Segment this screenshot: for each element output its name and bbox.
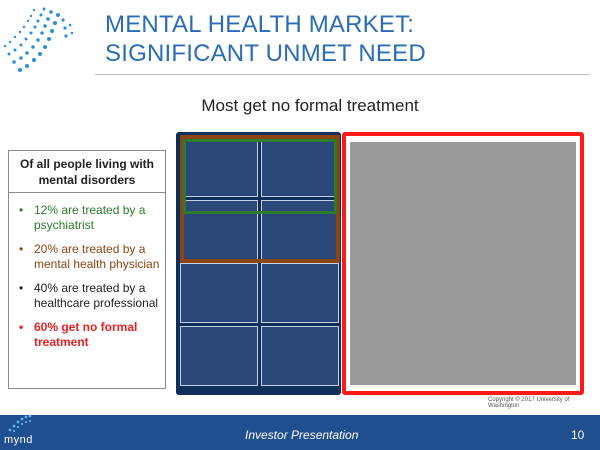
legend-item-no-formal-treatment: 60% get no formal treatment <box>17 320 161 350</box>
copyright-notice: Copyright © 2017 University of Washingto… <box>488 397 570 409</box>
untreated-people-icons <box>350 142 576 385</box>
no-treatment-60-percent-block <box>342 132 584 395</box>
page-number: 10 <box>571 428 585 442</box>
footer-bar <box>0 415 600 450</box>
title-line-1: MENTAL HEALTH MARKET: <box>105 11 415 38</box>
title-line-2: SIGNIFICANT UNMET NEED <box>105 40 426 67</box>
people-grid-cell <box>261 137 339 197</box>
slide-title: MENTAL HEALTH MARKET: SIGNIFICANT UNMET … <box>105 10 565 68</box>
people-grid-cell <box>180 326 258 386</box>
legend-heading: Of all people living with mental disorde… <box>9 151 165 193</box>
legend-box: Of all people living with mental disorde… <box>8 150 166 389</box>
title-divider <box>95 74 590 75</box>
legend-item-psychiatrist: 12% are treated by a psychiatrist <box>17 203 161 233</box>
mental-health-physician-20-percent-outline <box>180 135 340 263</box>
footer-label: Investor Presentation <box>245 428 359 442</box>
psychiatrist-12-percent-outline <box>183 139 337 214</box>
swirl-logo-graphic <box>3 7 74 72</box>
people-grid-cell <box>261 326 339 386</box>
treated-40-percent-block <box>176 132 341 395</box>
legend-item-healthcare-professional: 40% are treated by a healthcare professi… <box>17 281 161 311</box>
people-grid-cell <box>180 263 258 323</box>
mynd-logo-icon <box>8 414 32 433</box>
people-grid-cell <box>261 200 339 260</box>
figure-subtitle: Most get no formal treatment <box>201 96 419 115</box>
legend-item-mental-health-physician: 20% are treated by a mental health physi… <box>17 242 161 272</box>
brand-name: mynd <box>4 434 33 446</box>
legend-list: 12% are treated by a psychiatrist 20% ar… <box>9 193 165 350</box>
people-grid-cell <box>261 263 339 323</box>
